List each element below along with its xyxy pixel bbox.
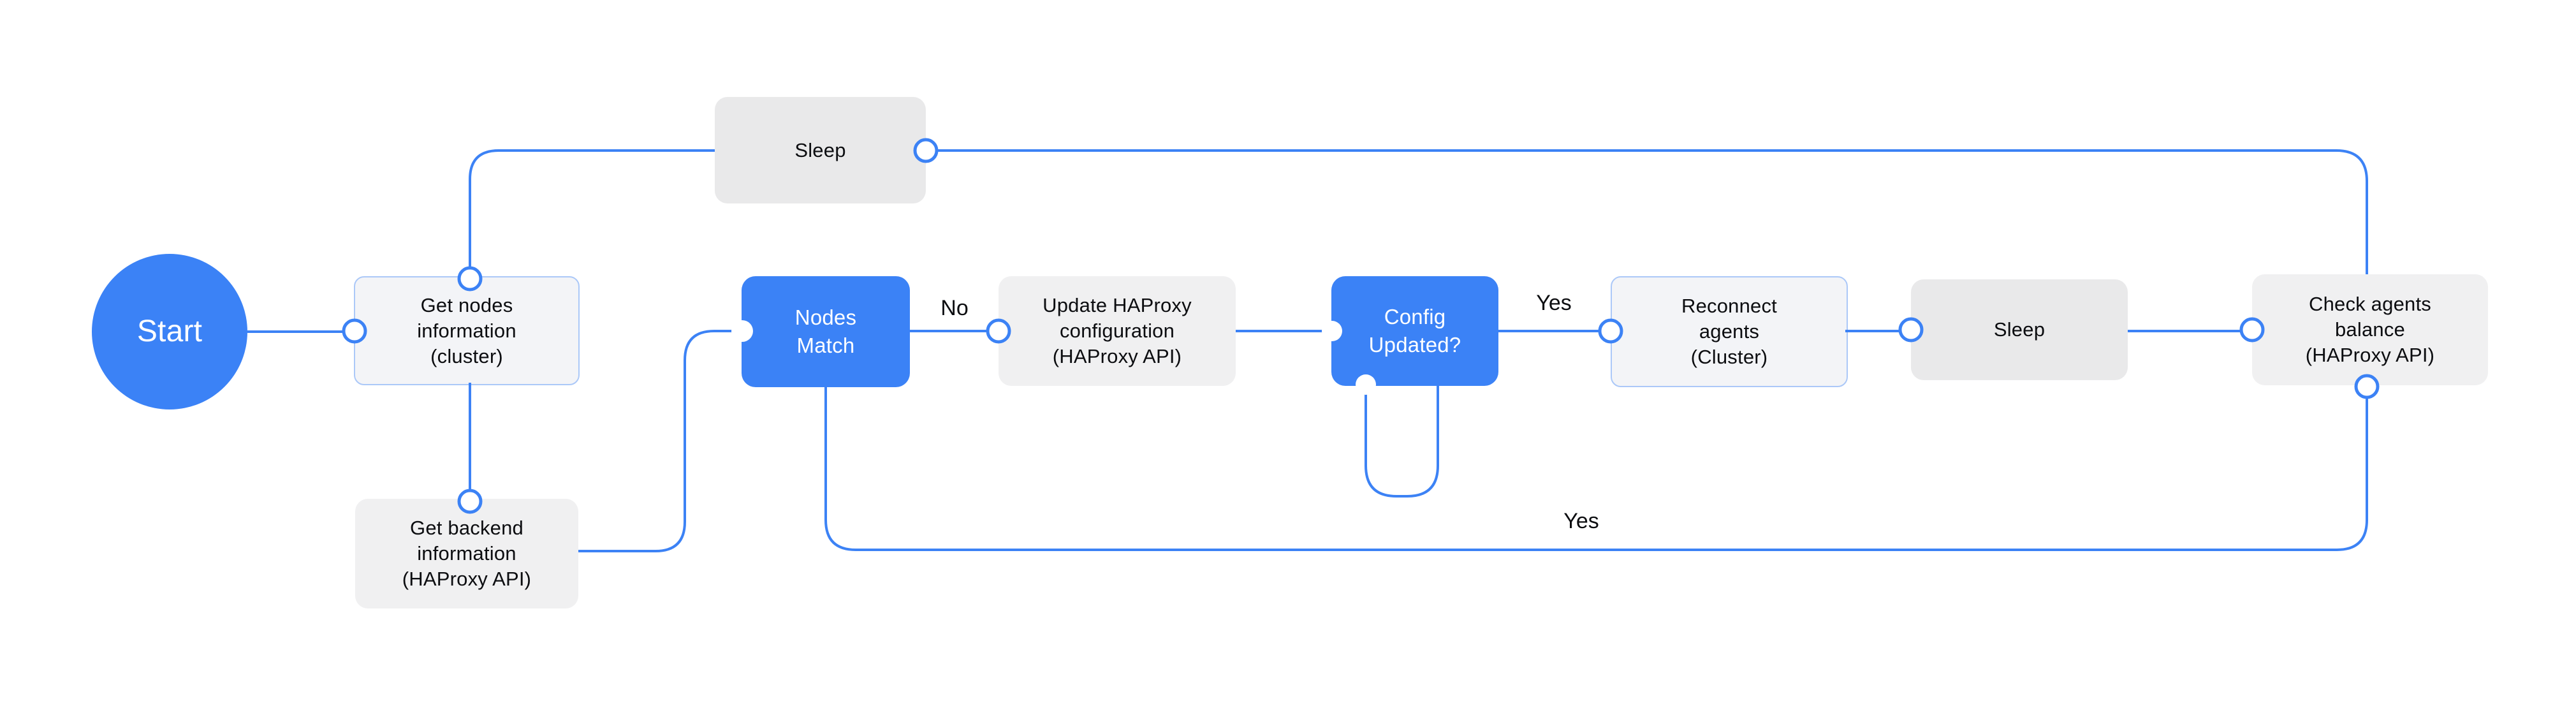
node-sleep-right: Sleep bbox=[1911, 279, 2128, 380]
node-update-haproxy-configuration-label: Update HAProxy configuration (HAProxy AP… bbox=[1043, 294, 1192, 367]
node-reconnect-agents: Reconnect agents (Cluster) bbox=[1611, 276, 1848, 387]
node-check-agents-balance-label: Check agents balance (HAProxy API) bbox=[2305, 293, 2435, 366]
edge-label-yes-bottom: Yes bbox=[1563, 509, 1599, 533]
node-check-agents-balance: Check agents balance (HAProxy API) bbox=[2252, 274, 2488, 385]
edge-label-no: No bbox=[940, 296, 969, 320]
node-get-backend-information-label: Get backend information (HAProxy API) bbox=[402, 517, 532, 590]
node-start-label: Start bbox=[136, 314, 203, 348]
node-sleep-top-label: Sleep bbox=[794, 138, 846, 161]
node-update-haproxy-configuration: Update HAProxy configuration (HAProxy AP… bbox=[999, 276, 1236, 386]
edge-check-balance-to-sleep-top bbox=[926, 149, 2368, 274]
node-get-nodes-information: Get nodes information (cluster) bbox=[354, 276, 580, 385]
edge-label-yes-config: Yes bbox=[1536, 291, 1572, 315]
node-sleep-right-label: Sleep bbox=[1993, 318, 2045, 341]
node-nodes-match: Nodes Match bbox=[742, 276, 910, 387]
edge-get-backend-to-nodes-match bbox=[578, 330, 742, 552]
node-get-nodes-information-label: Get nodes information (cluster) bbox=[417, 293, 516, 367]
node-get-backend-information: Get backend information (HAProxy API) bbox=[355, 499, 578, 608]
node-sleep-top: Sleep bbox=[715, 97, 926, 203]
edge-config-updated-self-loop bbox=[1365, 386, 1439, 498]
node-config-updated: Config Updated? bbox=[1331, 276, 1498, 386]
node-config-updated-label: Config Updated? bbox=[1368, 305, 1461, 357]
node-start: Start bbox=[92, 254, 247, 409]
edge-sleep-top-to-get-nodes bbox=[469, 149, 715, 276]
node-nodes-match-label: Nodes Match bbox=[794, 306, 857, 357]
node-reconnect-agents-label: Reconnect agents (Cluster) bbox=[1681, 295, 1777, 368]
